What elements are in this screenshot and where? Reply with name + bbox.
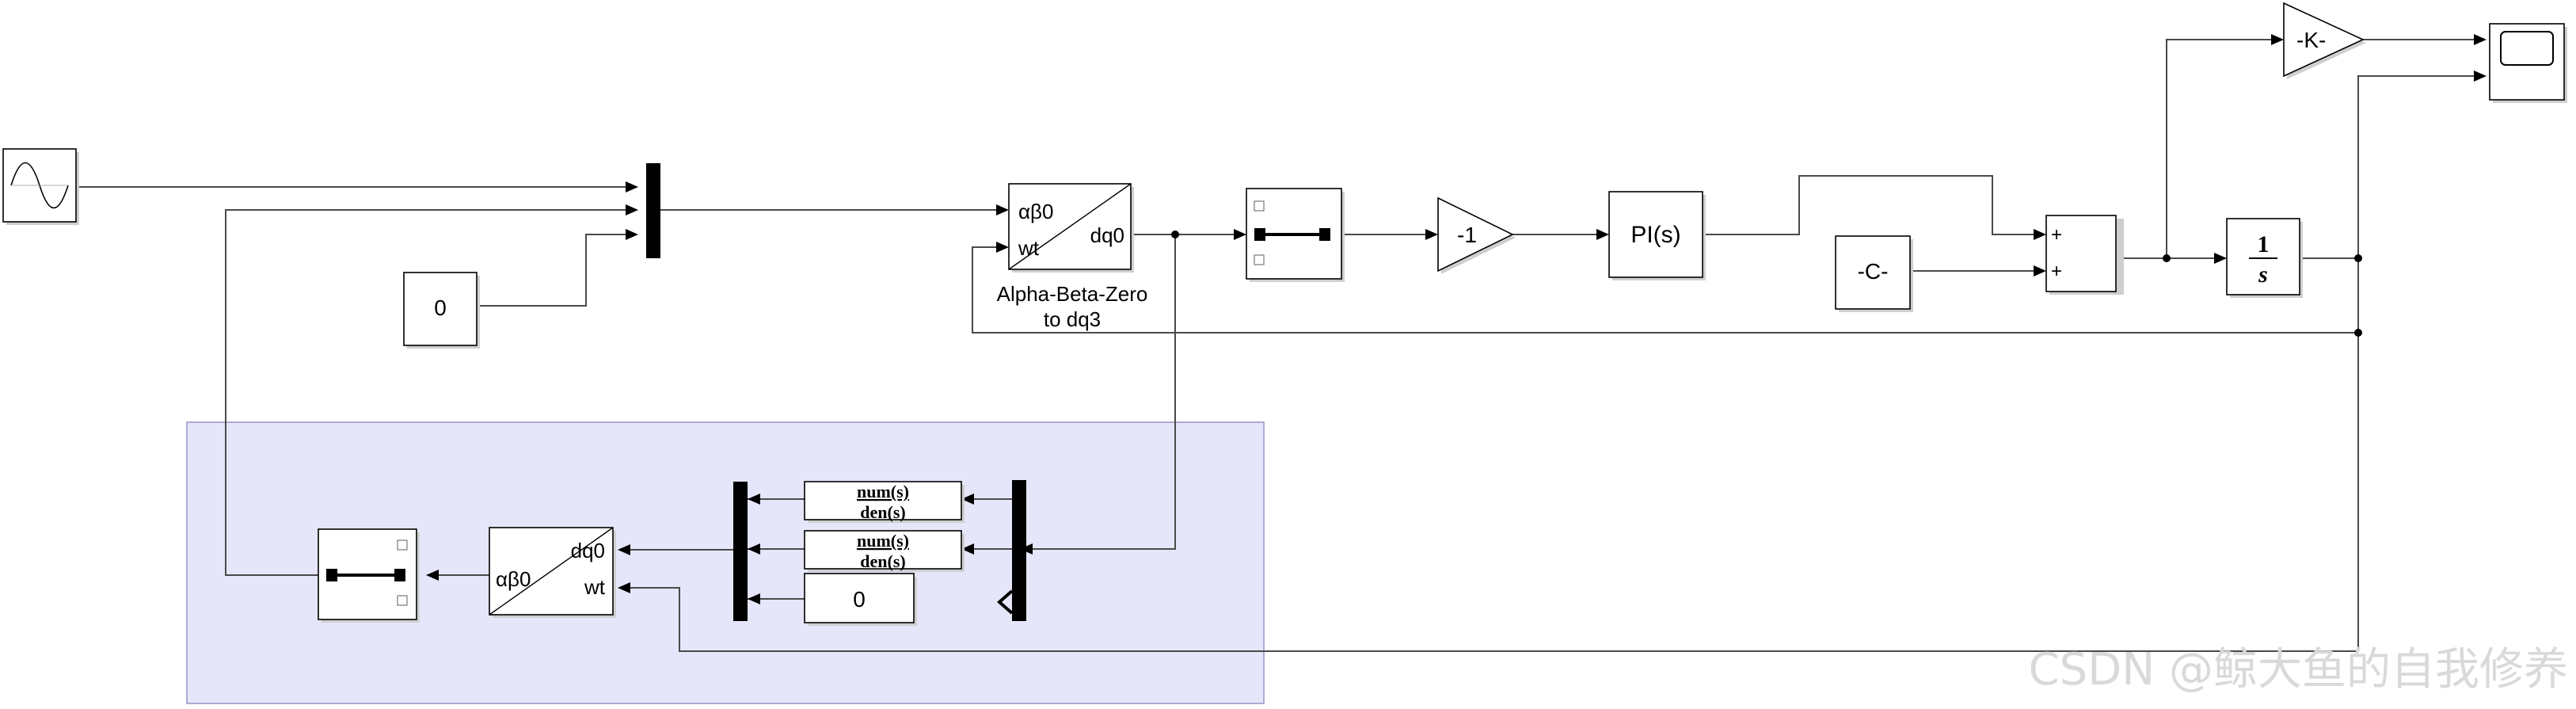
scope-block[interactable] (2489, 23, 2567, 103)
integrator-den: s (2258, 261, 2268, 288)
constant-zero-bottom-block[interactable]: 0 (804, 573, 917, 626)
dq0-output-label: dq0 (1090, 223, 1124, 247)
wt-input-bottom-label: wt (584, 575, 606, 599)
constant-zero-bottom-label: 0 (853, 587, 866, 612)
dq0-to-abz-block[interactable]: dq0 wt αβ0 (489, 527, 616, 618)
sum-block[interactable]: + + (2045, 215, 2124, 295)
constant-zero-top-block[interactable]: 0 (403, 272, 480, 349)
scope-screen-icon (2500, 31, 2554, 66)
sum-plus1-label: + (2051, 224, 2062, 246)
tf2-den: den(s) (860, 551, 905, 571)
integrator-block[interactable]: 1 s (2226, 218, 2303, 298)
pi-label: PI(s) (1630, 222, 1680, 248)
gain-neg1-label: -1 (1457, 223, 1477, 247)
arrowheads (426, 34, 2487, 604)
wire-theta-to-top (972, 246, 2358, 334)
watermark-text: CSDN @鲸大鱼的自我修养 (2029, 644, 2568, 696)
wire-feedback-to-mux (225, 209, 626, 576)
constant-c-block[interactable]: -C- (1835, 235, 1913, 312)
tf1-den: den(s) (860, 502, 905, 522)
mux-bottom[interactable] (733, 482, 748, 621)
demux-bottom-block[interactable] (996, 480, 1026, 621)
tf2-num: num(s) (857, 531, 909, 551)
constant-zero-top-label: 0 (434, 295, 447, 320)
abz-caption-line2: to dq3 (1044, 307, 1101, 331)
gain-neg1-block[interactable]: -1 (1437, 196, 1516, 274)
signal-lines (79, 39, 2474, 652)
wire-sum-to-gainK (2166, 39, 2271, 258)
wire-zero-to-mux (477, 234, 626, 307)
pi-controller-block[interactable]: PI(s) (1608, 191, 1706, 280)
wt-input-label: wt (1018, 236, 1040, 260)
transfer-function-1-block[interactable]: num(s) den(s) (804, 481, 965, 523)
wire-pi-to-sum (1703, 175, 2034, 235)
abz-output-label: αβ0 (496, 567, 531, 591)
junctions (1171, 231, 2362, 337)
tf1-num: num(s) (857, 482, 909, 501)
constant-c-label: -C- (1858, 259, 1889, 284)
gain-k-label: -K- (2296, 28, 2326, 52)
abz-to-dq0-block[interactable]: αβ0 wt dq0 Alpha-Beta-Zero to dq3 (997, 183, 1148, 331)
transfer-function-2-block[interactable]: num(s) den(s) (804, 530, 965, 572)
selector-top-block[interactable] (1246, 188, 1345, 282)
wire-integrator-to-scope (2300, 75, 2474, 259)
sum-plus2-label: + (2051, 261, 2062, 282)
dq0-input-label: dq0 (571, 539, 605, 562)
gain-k-block[interactable]: -K- (2283, 2, 2366, 79)
wire-dq0-branch (1033, 234, 1176, 550)
abz-caption-line1: Alpha-Beta-Zero (997, 282, 1148, 306)
selector-bottom-block[interactable] (318, 528, 420, 623)
abz-input-label: αβ0 (1018, 200, 1053, 223)
sine-wave-block[interactable] (2, 148, 79, 225)
wire-theta-to-bottom (630, 258, 2359, 652)
integrator-num: 1 (2258, 231, 2270, 257)
mux-top[interactable] (646, 163, 660, 258)
